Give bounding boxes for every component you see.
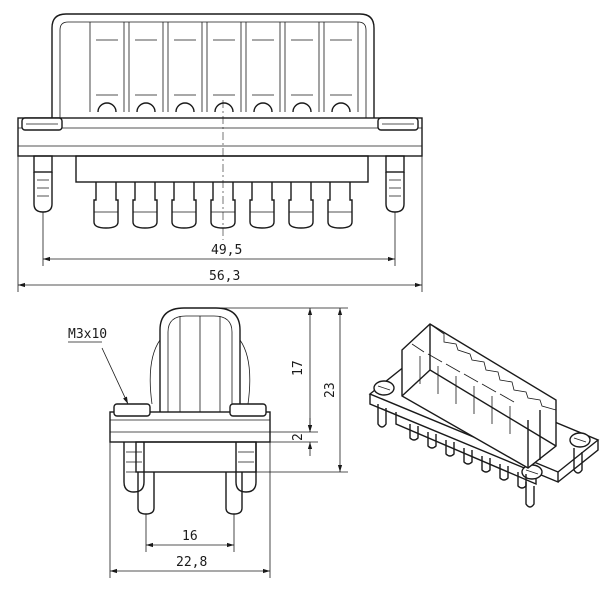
dimension-side-flange: 2 — [270, 418, 318, 456]
dimension-side-height-upper: 17 — [200, 307, 318, 433]
iso-bottom-pins — [409, 424, 527, 489]
front-view: 49,5 56,3 — [17, 13, 423, 292]
side-left-screw-head — [113, 403, 151, 417]
screw-label: M3x10 — [68, 327, 107, 342]
screw-callout: M3x10 — [68, 327, 129, 405]
iso-screws — [373, 380, 591, 508]
side-view: M3x10 16 22,8 17 2 — [68, 307, 348, 578]
dimension-side-height-total: 23 — [256, 307, 348, 473]
dimension-front-inner-width: 49,5 — [42, 212, 396, 266]
dimension-side-pin-spacing: 16 — [145, 514, 235, 552]
dimension-label-56-3: 56,3 — [209, 269, 240, 284]
front-contact-pins — [93, 182, 353, 229]
front-lower-body — [75, 155, 369, 183]
side-right-screw-head — [229, 403, 267, 417]
front-flange — [17, 117, 423, 157]
dimension-label-49-5: 49,5 — [211, 243, 242, 258]
dimension-label-23: 23 — [323, 382, 338, 398]
dimension-front-overall-width: 56,3 — [17, 156, 423, 292]
front-right-screw — [377, 117, 419, 213]
front-left-screw — [21, 117, 63, 213]
dimension-label-2: 2 — [291, 433, 306, 441]
front-contact-slots — [89, 22, 359, 113]
dimension-label-17: 17 — [291, 360, 306, 376]
dimension-label-22-8: 22,8 — [176, 555, 207, 570]
side-lower-body — [135, 441, 257, 473]
dimension-side-overall-width: 22,8 — [109, 442, 271, 578]
dimension-label-16: 16 — [182, 529, 198, 544]
isometric-view — [368, 323, 600, 508]
